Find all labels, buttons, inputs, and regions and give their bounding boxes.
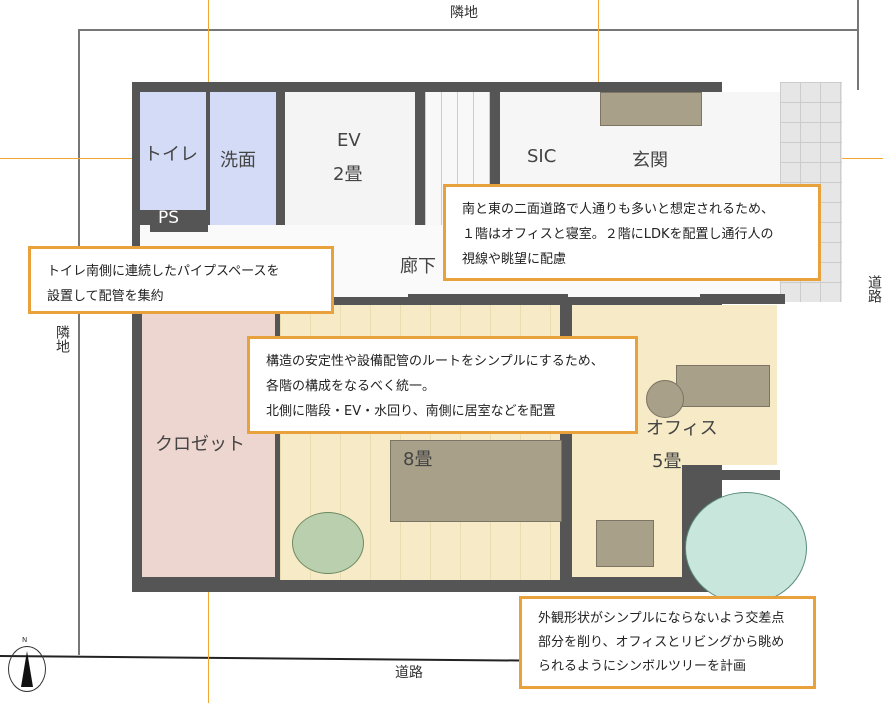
label-north-neighbor: 隣地: [450, 5, 478, 21]
label-entrance: 玄関: [632, 150, 668, 171]
callout-line: 視線や眺望に配慮: [462, 252, 567, 267]
label-toilet: トイレ: [144, 144, 198, 165]
label-office-size: 5畳: [652, 451, 682, 472]
compass-label: N: [22, 636, 28, 644]
plant: [292, 512, 364, 574]
callout-line: 南と東の二面道路で人通りも多いと想定されるため、: [462, 202, 775, 217]
callout-line: トイレ南側に連続したパイプスペースを: [47, 264, 280, 279]
office-table: [646, 380, 684, 418]
callout-line: 部分を削り、オフィスとリビングから眺め: [538, 635, 785, 650]
callout-line: １階はオフィスと寝室。２階にLDKを配置し通行人の: [462, 227, 774, 242]
label-ps: PS: [158, 208, 180, 228]
label-sic: SIC: [527, 146, 557, 167]
office-sofa: [676, 365, 770, 407]
label-east-road: 道路: [866, 275, 882, 303]
partition-wall: [700, 294, 785, 304]
toilet-room: [140, 92, 206, 210]
callout-line: 設置して配管を集約: [47, 289, 164, 304]
partition-wall: [685, 470, 780, 480]
lot-line-north: [78, 29, 858, 31]
label-ev-size: 2畳: [333, 164, 363, 185]
callout-structure: 構造の安定性や設備配管のルートをシンプルにするため、 各階の構成をなるべく統一。…: [247, 336, 638, 434]
label-washroom: 洗面: [220, 150, 256, 171]
callout-line: 外観形状がシンプルにならないよう交差点: [538, 611, 785, 626]
label-bedroom-size: 8畳: [403, 449, 433, 470]
road-line: [0, 655, 520, 662]
washroom: [210, 92, 276, 225]
label-corridor: 廊下: [400, 256, 436, 277]
callout-line: 北側に階段・EV・水回り、南側に居室などを配置: [266, 404, 556, 419]
callout-line: 各階の構成をなるべく統一。: [266, 379, 436, 394]
callout-symbol-tree: 外観形状がシンプルにならないよう交差点 部分を削り、オフィスとリビングから眺め …: [519, 596, 816, 689]
shoe-cabinet: [600, 92, 702, 126]
symbol-tree: [685, 492, 807, 604]
north-compass-icon: [8, 646, 46, 692]
label-office: オフィス: [646, 418, 718, 439]
ev-room: [285, 92, 415, 225]
lot-line-west: [78, 29, 80, 655]
desk: [596, 520, 654, 567]
callout-pipe-space: トイレ南側に連続したパイプスペースを 設置して配管を集約: [28, 246, 334, 314]
label-ev: EV: [337, 130, 361, 151]
callout-line: 構造の安定性や設備配管のルートをシンプルにするため、: [266, 354, 604, 369]
label-closet: クロゼット: [155, 434, 245, 455]
ps-box: [150, 210, 208, 232]
partition-wall: [408, 294, 568, 304]
bed: [390, 440, 562, 522]
partition-wall: [560, 300, 570, 590]
label-west-neighbor: 隣地: [54, 325, 70, 353]
label-south-road: 道路: [395, 665, 423, 681]
guide-line: [598, 0, 599, 100]
callout-line: られるようにシンボルツリーを計画: [538, 659, 747, 674]
lot-line-east: [857, 0, 859, 90]
callout-road-privacy: 南と東の二面道路で人通りも多いと想定されるため、 １階はオフィスと寝室。２階にL…: [443, 184, 821, 281]
